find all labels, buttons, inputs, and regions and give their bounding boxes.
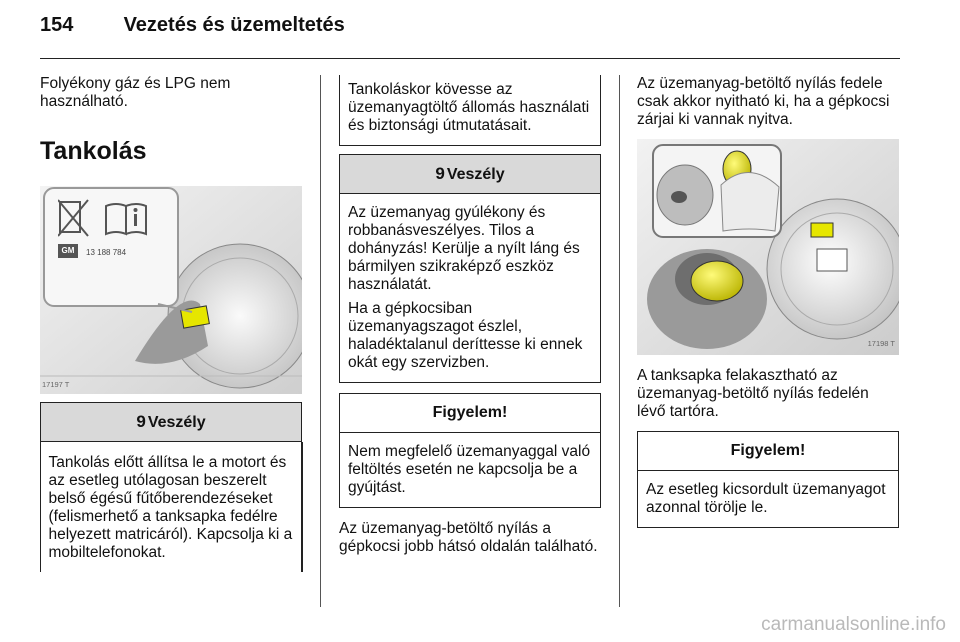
instruction-box: Tankoláskor kövesse az üzemanyagtöltő ál… [339,75,601,146]
image-code-2: 17198 T [867,339,895,348]
warning-triangle-icon: 9 [136,412,146,431]
fuel-cap-image: 17198 T [637,139,908,355]
cap-holder-caption: A tanksapka felakasztható az üzemanyag-b… [637,367,869,420]
danger-title-2: Veszély [446,166,505,183]
notice-title-2: Figyelem! [730,442,806,459]
instruction-box-body: Tankoláskor kövesse az üzemanyagtöltő ál… [340,75,600,145]
gm-logo: GM [58,244,78,258]
danger-box-body: Tankolás előtt állítsa le a motort és az… [39,442,303,572]
label-icons [57,198,162,238]
danger-box-2-body: Az üzemanyag gyúlékony és robbanásveszél… [340,194,600,382]
notice-box-header: Figyelem! [340,394,600,433]
notice-text: Nem megfelelő üzemanyaggal való feltölté… [348,443,591,496]
danger-paragraph-1: Az üzemanyag gyúlékony és robbanásveszél… [348,204,580,293]
no-fuel-pump-icon [57,199,147,237]
column-2: Tankoláskor kövesse az üzemanyagtöltő ál… [339,75,601,556]
fuel-door-illustration [40,186,313,394]
danger-title: Veszély [147,414,206,431]
notice-text-2: Az esetleg kicsordult üzemanyagot azonna… [646,481,886,516]
column-3: Az üzemanyag-betöltő nyílás fedele csak … [637,75,908,528]
notice-title: Figyelem! [432,404,508,421]
fuel-filler-location-text: Az üzemanyag-betöltő nyílás a gépkocsi j… [339,520,598,555]
image-code: 17197 T [42,380,70,389]
danger-paragraph-2: Ha a gépkocsiban üzemanyagszagot észlel,… [348,300,583,371]
notice-box-2-body: Az esetleg kicsordult üzemanyagot azonna… [638,471,898,527]
fuel-door-unlock-text: Az üzemanyag-betöltő nyílás fedele csak … [637,75,890,128]
instruction-text: Tankoláskor kövesse az üzemanyagtöltő ál… [348,81,590,134]
intro-text: Folyékony gáz és LPG nem használható. [40,75,231,110]
watermark: carmanualsonline.info [761,614,946,635]
danger-text: Tankolás előtt állítsa le a motort és az… [48,454,293,561]
page-title: Vezetés és üzemeltetés [123,14,345,36]
notice-box-2-header: Figyelem! [638,432,898,471]
column-divider [619,75,620,607]
notice-box: Figyelem! Nem megfelelő üzemanyaggal val… [339,393,601,508]
notice-box-body: Nem megfelelő üzemanyaggal való feltölté… [340,433,600,507]
page-header: 154 Vezetés és üzemeltetés [40,14,345,37]
column-divider [320,75,321,607]
section-title: Tankolás [40,137,147,165]
column-1: Folyékony gáz és LPG nem használható. Ta… [39,75,313,572]
fuel-flap-label-image: GM 13 188 784 17197 T [40,186,313,394]
notice-box-2: Figyelem! Az esetleg kicsordult üzemanya… [637,431,899,528]
page-number: 154 [40,14,74,36]
fuel-cap-holder-illustration [637,139,908,355]
header-rule [40,58,900,59]
label-number: 13 188 784 [86,248,127,257]
warning-triangle-icon: 9 [435,164,445,183]
